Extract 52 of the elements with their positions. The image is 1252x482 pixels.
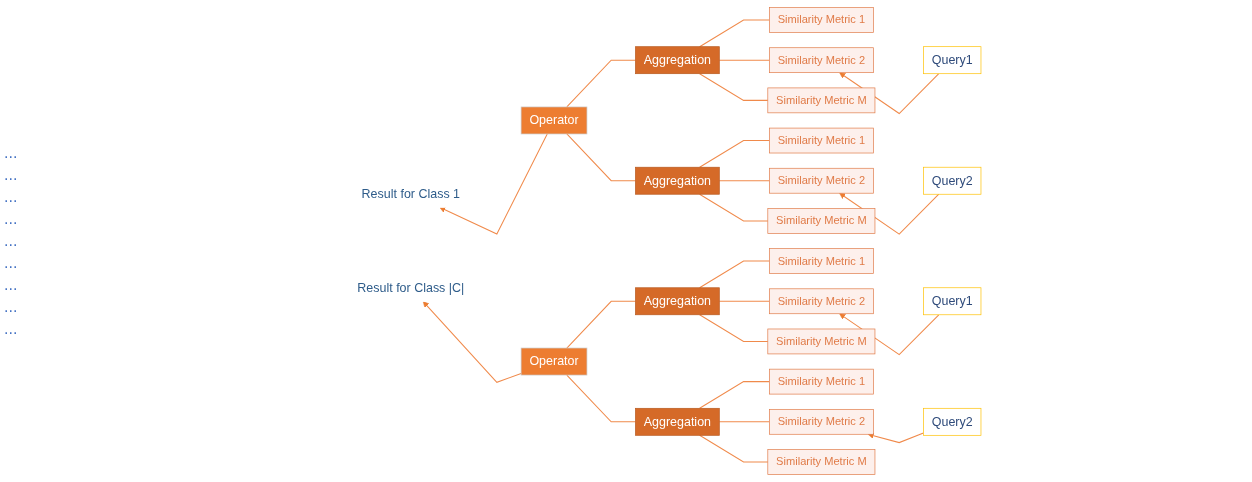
connector <box>699 19 770 48</box>
connector <box>566 59 636 108</box>
ellipsis-text: ... <box>4 210 19 228</box>
node-text: Result for Class |C| <box>357 280 465 295</box>
node-box: Similarity Metric 1 <box>769 127 874 154</box>
node-box: Aggregation <box>635 46 720 75</box>
node-box: Aggregation <box>635 287 720 316</box>
node-box: Similarity Metric 2 <box>769 409 874 435</box>
ellipsis-text: ... <box>4 232 19 250</box>
connector <box>566 133 636 182</box>
node-text: Result for Class 1 <box>361 186 461 201</box>
connector <box>718 180 770 182</box>
connector <box>566 300 636 349</box>
arrow <box>422 301 522 383</box>
node-box: Similarity Metric 2 <box>769 167 874 194</box>
node-box: Similarity Metric M <box>767 208 876 234</box>
node-box: Similarity Metric M <box>767 449 876 475</box>
node-box: Query1 <box>923 287 982 316</box>
connector <box>718 59 770 61</box>
ellipsis-text: ... <box>4 166 19 184</box>
node-box: Query2 <box>923 166 982 195</box>
connector <box>718 421 770 423</box>
ellipsis-text: ... <box>4 320 19 338</box>
ellipsis-text: ... <box>4 144 19 162</box>
arrow <box>439 133 548 235</box>
node-box: Similarity Metric M <box>767 87 876 114</box>
ellipsis-text: ... <box>4 276 19 294</box>
node-box: Similarity Metric M <box>767 328 876 355</box>
node-box: Operator <box>520 106 588 135</box>
connector <box>699 140 770 168</box>
arrow <box>867 432 924 444</box>
node-box: Query2 <box>923 407 982 436</box>
ellipsis-text: ... <box>4 298 19 316</box>
connector <box>699 381 770 409</box>
connector <box>566 374 636 423</box>
connector <box>699 73 769 101</box>
node-box: Similarity Metric 2 <box>769 288 874 315</box>
connector <box>699 193 769 222</box>
node-box: Query1 <box>923 46 982 75</box>
node-box: Operator <box>520 347 588 376</box>
ellipsis-text: ... <box>4 254 19 272</box>
node-box: Similarity Metric 2 <box>769 47 874 73</box>
node-box: Aggregation <box>635 166 720 195</box>
node-box: Similarity Metric 1 <box>769 248 874 274</box>
connector <box>699 434 769 463</box>
connector <box>699 314 769 342</box>
connector <box>718 300 770 302</box>
node-box: Similarity Metric 1 <box>769 368 874 395</box>
ellipsis-text: ... <box>4 188 19 206</box>
connector <box>699 260 770 289</box>
node-box: Aggregation <box>635 407 720 436</box>
node-box: Similarity Metric 1 <box>769 7 874 33</box>
